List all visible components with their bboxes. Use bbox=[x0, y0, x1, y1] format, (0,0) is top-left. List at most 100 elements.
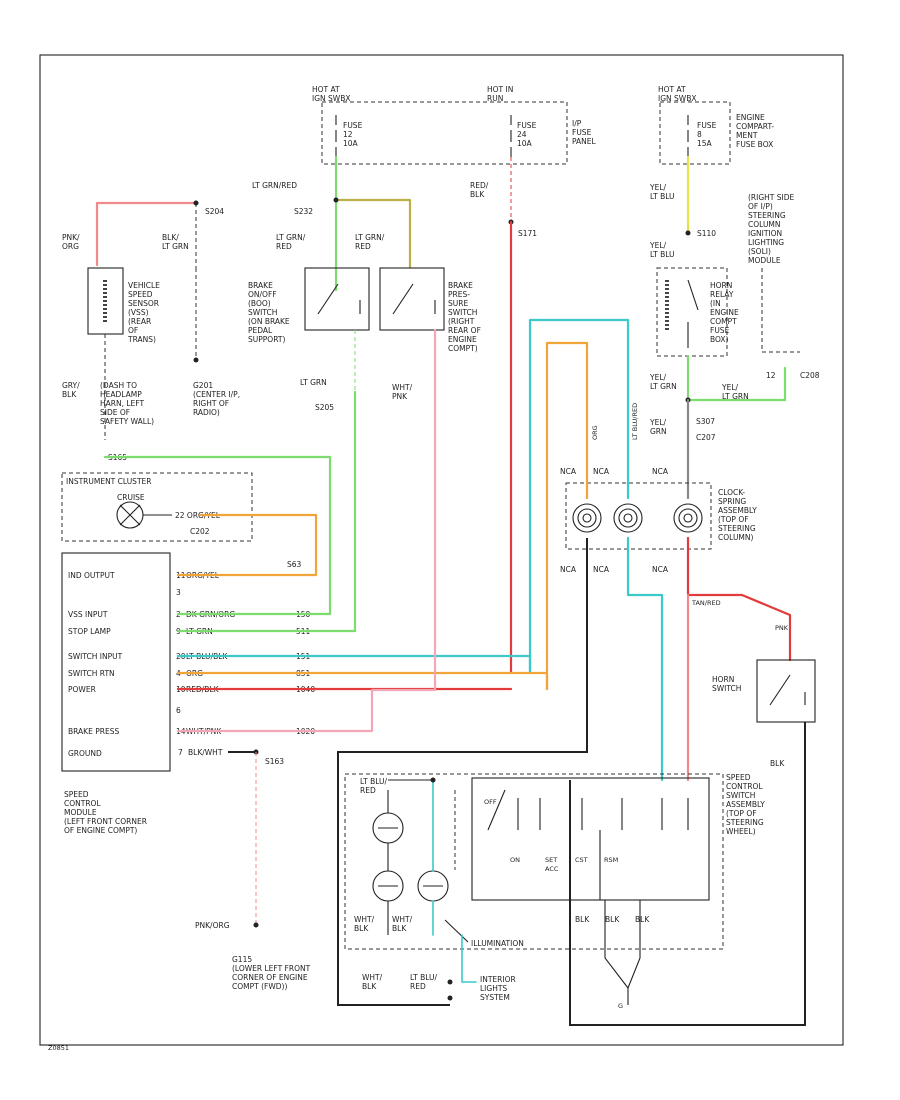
wire-vss-input bbox=[103, 455, 332, 616]
scm-pin-label: SWITCH INPUT bbox=[68, 652, 123, 661]
scm-pin-label: BRAKE PRESS bbox=[68, 727, 119, 736]
scs-btn-rsm: RSM bbox=[604, 856, 618, 864]
scs-switch-block bbox=[471, 777, 710, 901]
wire-brake-press bbox=[176, 328, 437, 733]
scm-ground-wire: BLK/WHT bbox=[188, 748, 223, 757]
c202: C202 bbox=[190, 527, 210, 536]
brake-ltgrn-red: LT GRN/RED bbox=[252, 181, 297, 190]
scs-assembly-box bbox=[344, 773, 724, 950]
wire-switch-rtn-scm bbox=[176, 671, 549, 691]
s171: S171 bbox=[518, 229, 537, 238]
illumination-lamp-2 bbox=[372, 870, 404, 902]
horn-yel-grn: YEL/GRN bbox=[649, 418, 667, 436]
scs-contacts bbox=[517, 798, 689, 830]
illumination-lamp-3 bbox=[417, 870, 449, 902]
horn-relay-box bbox=[656, 267, 728, 357]
nca-4: NCA bbox=[560, 565, 577, 574]
horn-yel-ltgrn: YEL/LT GRN bbox=[649, 373, 677, 391]
scs-ground-merge bbox=[604, 900, 641, 1005]
interior-splice bbox=[447, 979, 453, 985]
nca-1: NCA bbox=[560, 467, 577, 476]
lamp-splice bbox=[430, 777, 436, 783]
bps-ltgrn-red: LT GRN/RED bbox=[355, 233, 385, 251]
nca-6: NCA bbox=[652, 565, 669, 574]
clockspring-org-tag: ORG bbox=[591, 425, 599, 440]
boo-ltgrn-red: LT GRN/RED bbox=[276, 233, 306, 251]
scm-pin-label: POWER bbox=[68, 685, 96, 694]
s110: S110 bbox=[697, 229, 716, 238]
s63: S63 bbox=[287, 560, 302, 569]
scs-blk-2: BLK bbox=[605, 915, 620, 924]
scm-pin-label: SWITCH RTN bbox=[68, 669, 115, 678]
s205: S205 bbox=[315, 403, 334, 412]
scm-ground-label: GROUND bbox=[68, 749, 102, 758]
wire-ltblu-to-scs bbox=[626, 536, 664, 782]
wire-ind-output bbox=[176, 513, 318, 577]
wire-switch-rtn bbox=[545, 341, 589, 691]
scs-off-contact bbox=[487, 789, 506, 831]
s110-splice bbox=[685, 230, 691, 236]
scs-blk-3: BLK bbox=[635, 915, 650, 924]
scm-pin-number: 6 bbox=[176, 706, 181, 715]
horn-switch-body bbox=[756, 659, 816, 723]
scs-btn-cst: CST bbox=[575, 856, 588, 864]
clockspring-coil-3 bbox=[673, 503, 703, 533]
scm-ground-pin: 7 bbox=[178, 748, 183, 757]
scs-g: G bbox=[618, 1002, 623, 1010]
clockspring-tan-red: TAN/RED bbox=[691, 599, 721, 607]
illumination-label: ILLUMINATION bbox=[471, 939, 524, 948]
clockspring-ltblu-red: LT BLU/RED bbox=[631, 403, 639, 440]
c208: C208 bbox=[800, 371, 820, 380]
scs-btn-on: ON bbox=[510, 856, 520, 864]
scs-wht-blk-3: WHT/BLK bbox=[362, 973, 383, 991]
clockspring-coil-1 bbox=[572, 503, 602, 533]
vss-pnk-org: PNK/ORG bbox=[62, 233, 80, 251]
nca-3: NCA bbox=[652, 467, 669, 476]
c207: C207 bbox=[696, 433, 716, 442]
illumination-leader bbox=[444, 919, 469, 943]
wire-fuse12-bps bbox=[334, 198, 412, 269]
scs-lt-blu-red: LT BLU/RED bbox=[360, 777, 388, 795]
cluster-wire-22: 22 ORG/YEL bbox=[175, 511, 221, 520]
vss-gry-blk: GRY/BLK bbox=[62, 381, 80, 399]
wire-tan-red-horn bbox=[686, 536, 792, 662]
horn-relay-contact bbox=[687, 279, 699, 348]
wire-interior-lights bbox=[461, 934, 477, 983]
horn-yel-ltblu-2: YEL/LT BLU bbox=[649, 241, 675, 259]
boo-ltgrn: LT GRN bbox=[300, 378, 327, 387]
scs-lt-blu-red-2: LT BLU/RED bbox=[410, 973, 438, 991]
horn-yel-ltgrn-2: YEL/LT GRN bbox=[721, 383, 749, 401]
wire-vss-pink bbox=[95, 201, 198, 267]
horn-switch-contacts bbox=[769, 674, 806, 706]
scs-wht-blk-2: WHT/BLK bbox=[392, 915, 413, 933]
scm-pin-label: IND OUTPUT bbox=[68, 571, 115, 580]
s204: S204 bbox=[205, 207, 224, 216]
horn-yel-ltblu: YEL/LT BLU bbox=[649, 183, 675, 201]
interior-splice-2 bbox=[447, 995, 453, 1001]
instrument-cluster-box bbox=[61, 472, 253, 542]
wire-horn-ground bbox=[569, 722, 806, 1026]
ip-fuse-panel-box bbox=[321, 101, 568, 165]
s204-splice bbox=[193, 200, 199, 206]
scm-pnk-org: PNK/ORG bbox=[195, 921, 230, 930]
clockspring-coil-2 bbox=[613, 503, 643, 533]
bps-wht-pnk: WHT/PNK bbox=[392, 383, 413, 401]
cruise-lamp-x bbox=[119, 504, 141, 526]
vss-blk-ltgrn: BLK/LT GRN bbox=[162, 233, 189, 251]
scs-wht-blk-1: WHT/BLK bbox=[354, 915, 375, 933]
scm-pin-label: VSS INPUT bbox=[68, 610, 108, 619]
